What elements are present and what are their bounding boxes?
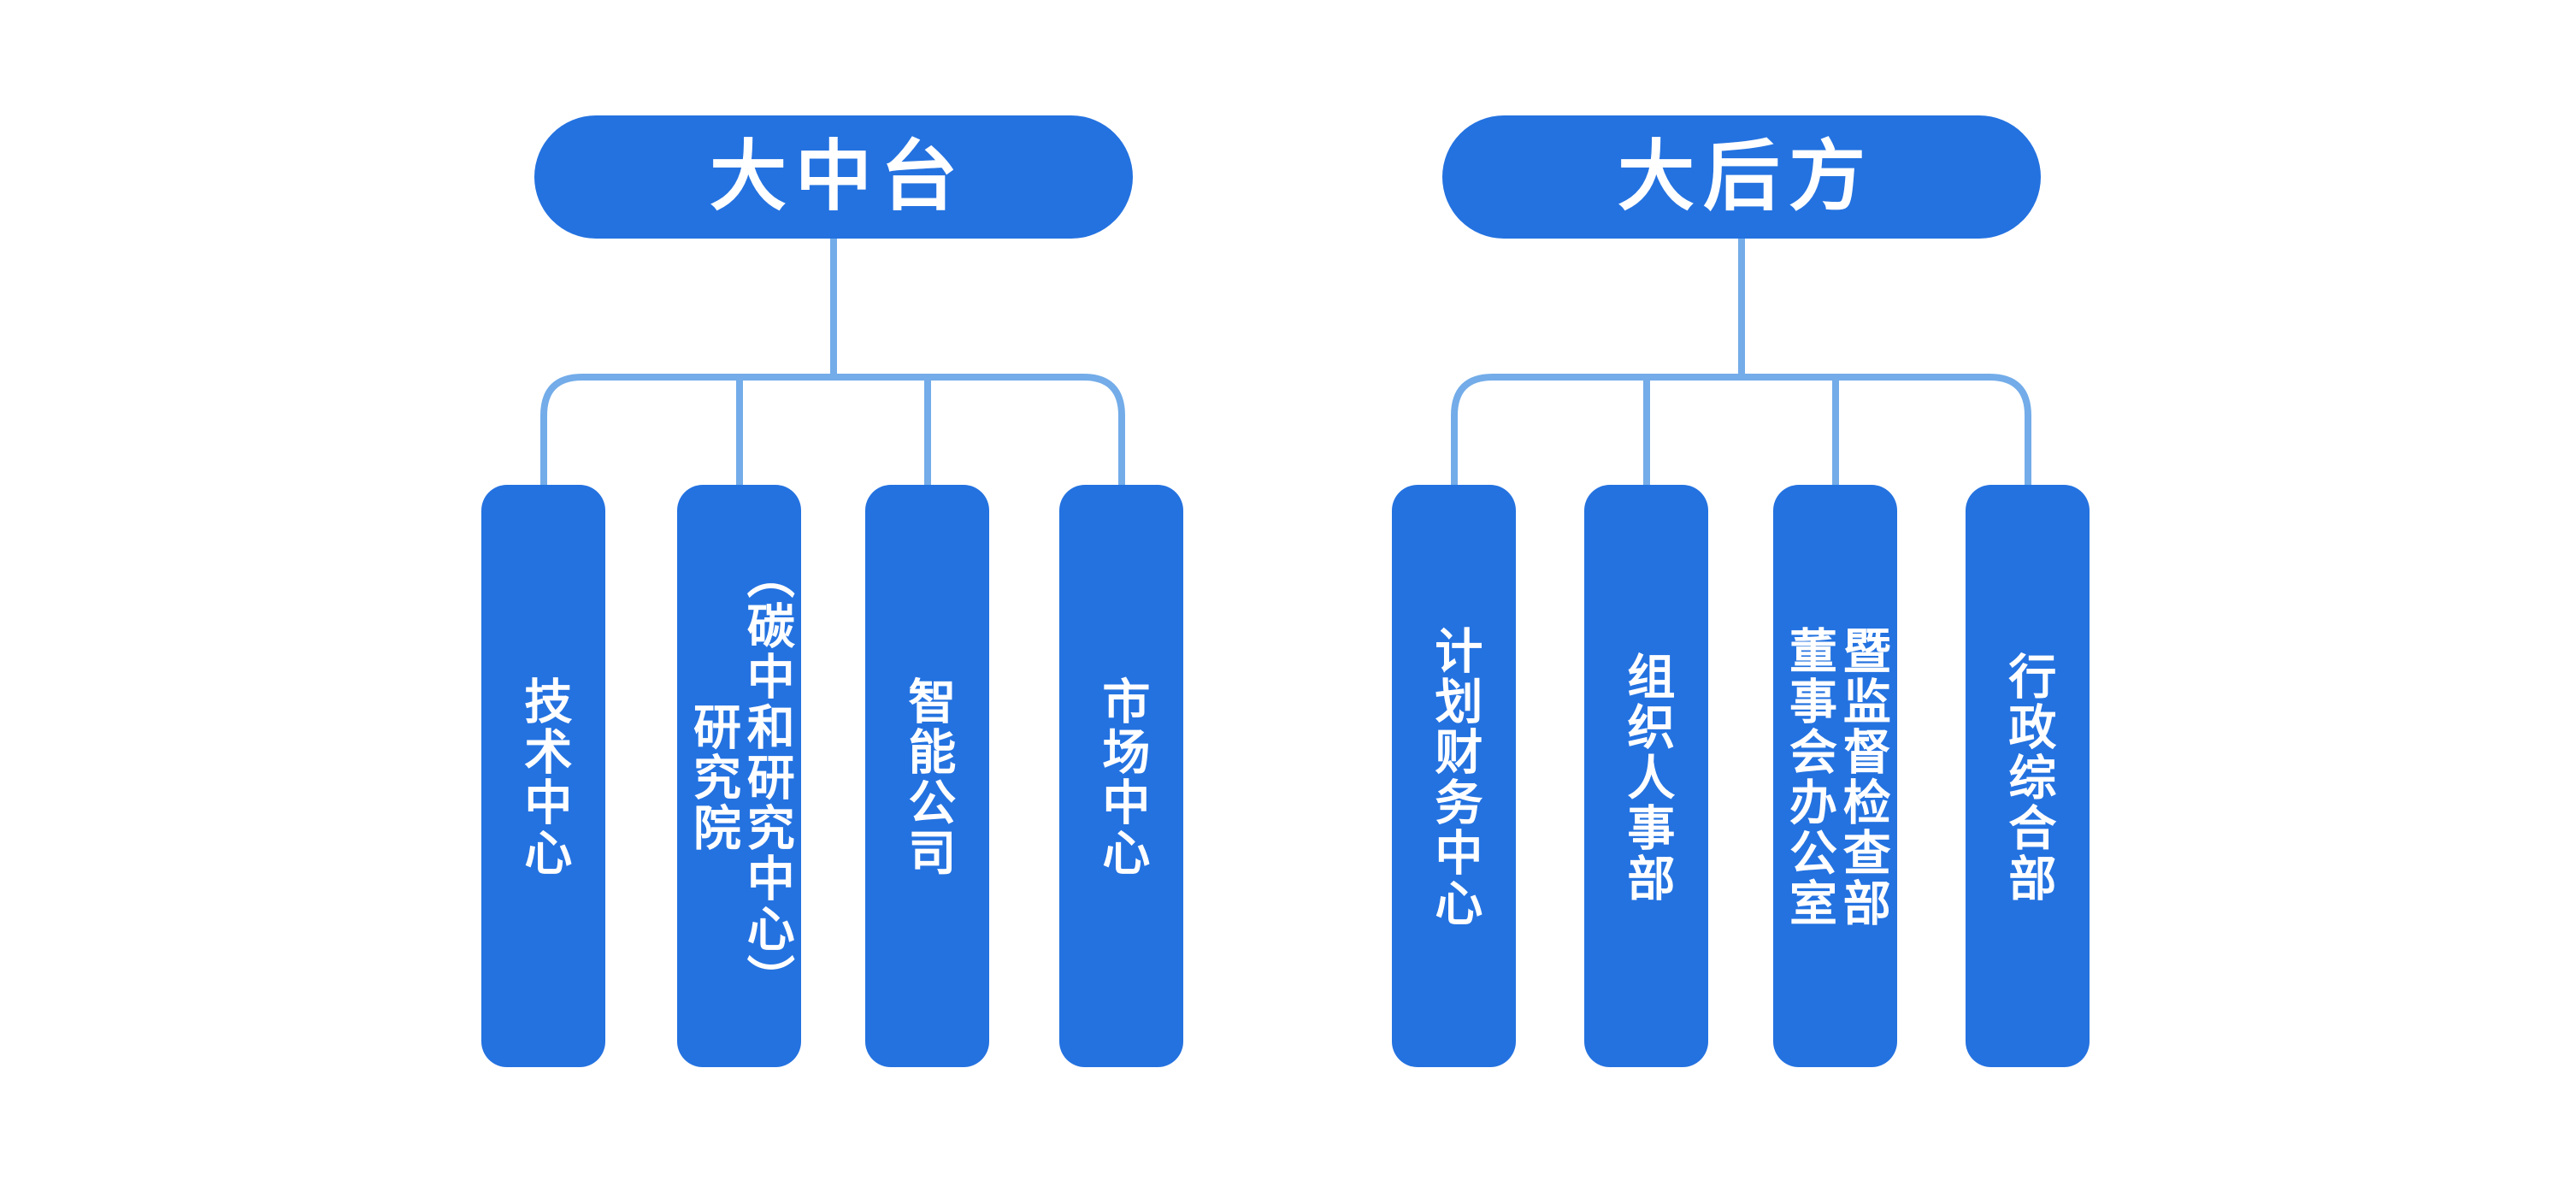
group2-child-node-2[interactable]: 组织人事部 (1584, 485, 1708, 1067)
group1-child-label-1: 技术中心 (516, 676, 572, 878)
group1-child-label-2: 研究院 （碳中和研究中心） (685, 550, 795, 1005)
group2-child-label-4: 行政综合部 (2000, 651, 2056, 904)
group1-header-label: 大中台 (710, 132, 966, 221)
group2-child-label-1: 计划财务中心 (1426, 626, 1483, 929)
group1-child-label-4: 市场中心 (1093, 676, 1150, 878)
group1-child-node-3[interactable]: 智能公司 (865, 485, 989, 1067)
group2-header-node[interactable]: 大后方 (1442, 115, 2041, 239)
group1-child-node-2[interactable]: 研究院 （碳中和研究中心） (677, 485, 801, 1067)
group1-bus-connector (540, 374, 1125, 485)
group1-child-node-4[interactable]: 市场中心 (1059, 485, 1183, 1067)
group2-child-node-4[interactable]: 行政综合部 (1966, 485, 2090, 1067)
group1-header-node[interactable]: 大中台 (534, 115, 1133, 239)
group2-child-label-3: 董事会办公室 暨监督检查部 (1781, 626, 1891, 929)
group1-child-label-3: 智能公司 (899, 676, 956, 878)
group2-header-label: 大后方 (1618, 132, 1874, 221)
group1-child-node-1[interactable]: 技术中心 (481, 485, 605, 1067)
group2-child-label-2: 组织人事部 (1618, 651, 1675, 904)
group2-child-node-1[interactable]: 计划财务中心 (1392, 485, 1516, 1067)
group2-child-node-3[interactable]: 董事会办公室 暨监督检查部 (1773, 485, 1897, 1067)
group2-bus-connector (1451, 374, 2031, 485)
